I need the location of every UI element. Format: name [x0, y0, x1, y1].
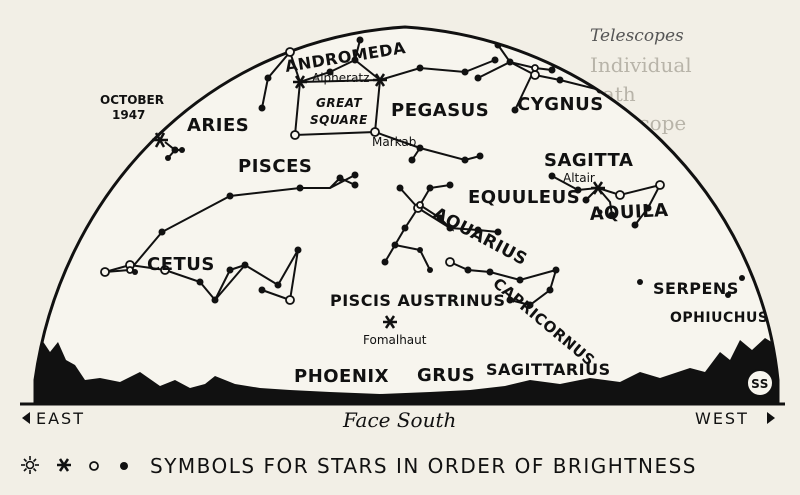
label-pegasus: PEGASUS	[391, 100, 489, 121]
aries-star	[152, 132, 168, 148]
arrow-left-icon	[22, 412, 30, 424]
label-face-south: Face South	[342, 408, 456, 432]
star-pegasus-corner	[373, 73, 387, 87]
label-cetus: CETUS	[147, 254, 215, 275]
label-sagittarius: SAGITTARIUS	[486, 360, 611, 379]
legend-text: SYMBOLS FOR STARS IN ORDER OF BRIGHTNESS	[150, 454, 697, 478]
legend-symbols	[21, 456, 128, 474]
date-month: OCTOBER	[100, 93, 164, 107]
label-piscis-austrinus: PISCIS AUSTRINUS	[330, 291, 506, 310]
label-pisces: PISCES	[238, 156, 312, 177]
label-square: SQUARE	[310, 113, 368, 127]
label-fomalhaut: Fomalhaut	[363, 333, 427, 347]
legend-bright-icon	[57, 458, 71, 472]
label-sagitta: SAGITTA	[544, 150, 633, 171]
label-aries: ARIES	[187, 115, 249, 136]
bleed-heading: Telescopes	[590, 26, 684, 46]
faint-stars	[132, 27, 745, 309]
label-great: GREAT	[316, 96, 362, 110]
label-altair: Altair	[563, 171, 595, 185]
emblem-text: SS	[751, 377, 769, 391]
label-markab: Markab	[372, 135, 416, 149]
emblem: SS	[746, 369, 774, 397]
open-stars	[100, 47, 665, 305]
label-ophiuchus: OPHIUCHUS	[670, 310, 768, 326]
legend-faint-icon	[120, 462, 128, 470]
legend-brightest-icon	[21, 456, 39, 474]
label-cygnus: CYGNUS	[517, 94, 604, 115]
alpheratz-star	[293, 75, 307, 89]
horizon-trees	[35, 338, 778, 403]
fomalhaut-star	[383, 315, 397, 329]
arrow-right-icon	[767, 412, 775, 424]
label-serpens: SERPENS	[653, 279, 739, 298]
label-alpheratz: Alpheratz	[312, 71, 369, 85]
legend-open-icon	[89, 461, 99, 471]
label-east: EAST	[36, 409, 85, 428]
sky-dome	[33, 25, 780, 405]
date-year: 1947	[112, 108, 145, 122]
bright-stars	[152, 73, 605, 329]
label-west: WEST	[695, 409, 749, 428]
label-equuleus: EQUULEUS	[468, 187, 580, 208]
label-grus: GRUS	[417, 365, 475, 386]
bleed-line: Individual	[590, 53, 692, 77]
altair-star	[591, 181, 605, 195]
label-phoenix: PHOENIX	[294, 366, 389, 387]
label-aquila: AQUILA	[589, 200, 669, 225]
